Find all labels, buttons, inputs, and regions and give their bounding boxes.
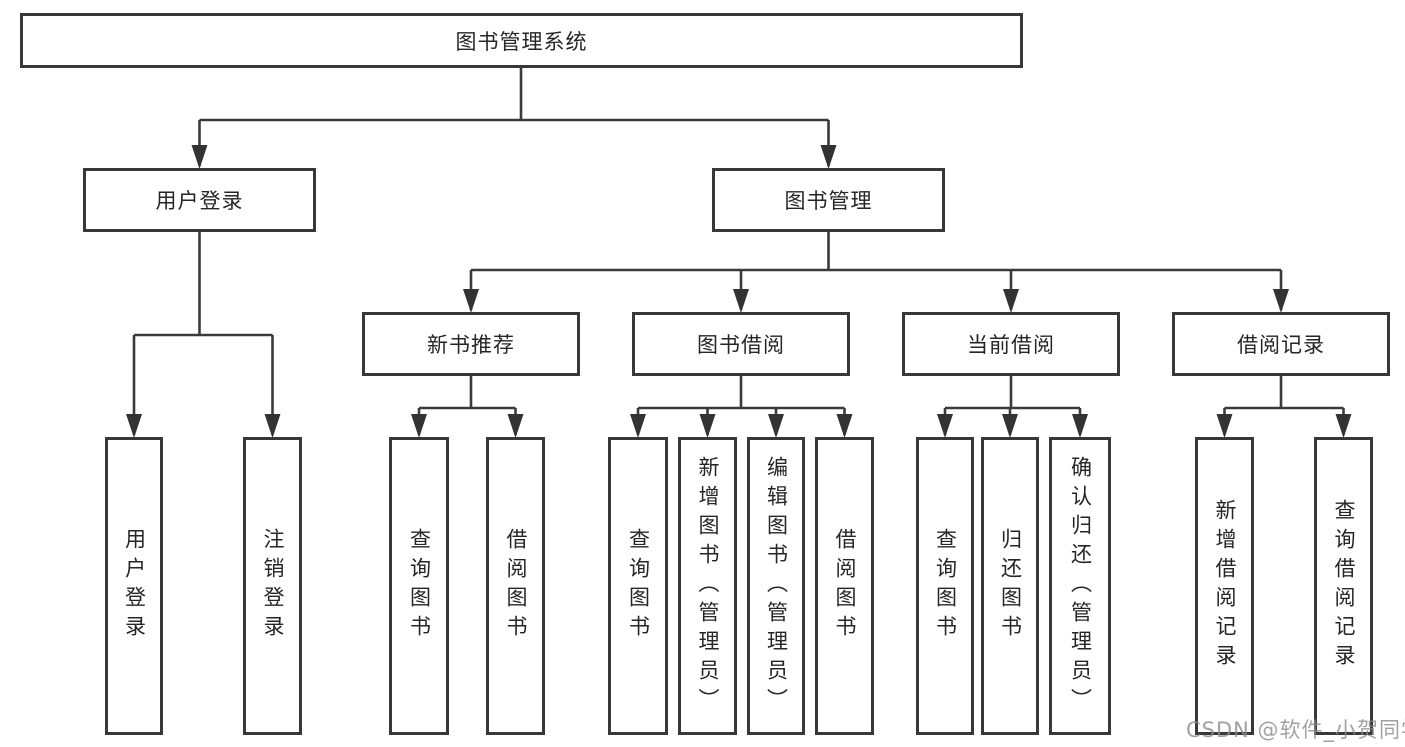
node-book-borrowing: 图书借阅	[632, 312, 850, 376]
node-book-management: 图书管理	[712, 168, 945, 232]
leaf-edit-books-admin-label: 编辑图书（管理员）	[764, 455, 789, 717]
node-user-login-label: 用户登录	[155, 189, 244, 213]
leaf-logout: 注销登录	[243, 437, 302, 735]
node-user-login: 用户登录	[83, 168, 316, 232]
node-borrowing-records-label: 借阅记录	[1237, 333, 1325, 357]
connector-borrowrecords-to-leaves	[1216, 376, 1352, 438]
node-new-book-recommend: 新书推荐	[362, 312, 580, 376]
node-root: 图书管理系统	[20, 13, 1023, 68]
leaf-borrow-books-2: 借阅图书	[815, 437, 874, 735]
connector-root-to-level2	[191, 68, 837, 169]
leaf-query-borrow-record-label: 查询借阅记录	[1332, 499, 1356, 673]
leaf-query-books-1: 查询图书	[389, 437, 449, 735]
leaf-query-books-3: 查询图书	[916, 437, 974, 735]
leaf-confirm-return-admin: 确认归还（管理员）	[1049, 437, 1111, 735]
leaf-borrow-books-2-label: 借阅图书	[833, 528, 857, 644]
leaf-borrow-books-1-label: 借阅图书	[504, 528, 528, 644]
leaf-add-borrow-record: 新增借阅记录	[1195, 437, 1254, 735]
leaf-query-books-2-label: 查询图书	[626, 528, 651, 644]
leaf-query-books-3-label: 查询图书	[933, 528, 958, 644]
leaf-borrow-books-1: 借阅图书	[486, 437, 545, 735]
connector-currentborrow-to-leaves	[937, 376, 1088, 438]
connector-bookmgmt-to-level3	[463, 232, 1289, 313]
connector-bookborrow-to-leaves	[630, 376, 853, 438]
connector-newbooks-to-leaves	[411, 376, 524, 438]
leaf-return-books: 归还图书	[981, 437, 1039, 735]
leaf-user-login-label: 用户登录	[122, 528, 147, 644]
csdn-watermark: CSDN @软件_小贺同学	[1186, 718, 1405, 742]
leaf-user-login: 用户登录	[105, 437, 163, 735]
leaf-edit-books-admin: 编辑图书（管理员）	[747, 437, 805, 735]
leaf-query-borrow-record: 查询借阅记录	[1314, 437, 1373, 735]
node-book-borrowing-label: 图书借阅	[697, 333, 785, 357]
node-current-borrowing-label: 当前借阅	[967, 333, 1055, 357]
node-book-management-label: 图书管理	[784, 189, 873, 213]
node-current-borrowing: 当前借阅	[902, 312, 1120, 376]
leaf-return-books-label: 归还图书	[998, 528, 1023, 644]
connector-userlogin-to-leaves	[126, 232, 281, 438]
node-borrowing-records: 借阅记录	[1172, 312, 1390, 376]
leaf-confirm-return-admin-label: 确认归还（管理员）	[1068, 455, 1093, 717]
node-root-label: 图书管理系统	[455, 29, 588, 54]
leaf-add-borrow-record-label: 新增借阅记录	[1213, 499, 1237, 673]
leaf-query-books-2: 查询图书	[608, 437, 668, 735]
leaf-query-books-1-label: 查询图书	[407, 528, 432, 644]
node-new-book-recommend-label: 新书推荐	[427, 333, 515, 357]
leaf-add-books-admin: 新增图书（管理员）	[678, 437, 737, 735]
leaf-add-books-admin-label: 新增图书（管理员）	[696, 455, 720, 717]
leaf-logout-label: 注销登录	[261, 528, 285, 644]
